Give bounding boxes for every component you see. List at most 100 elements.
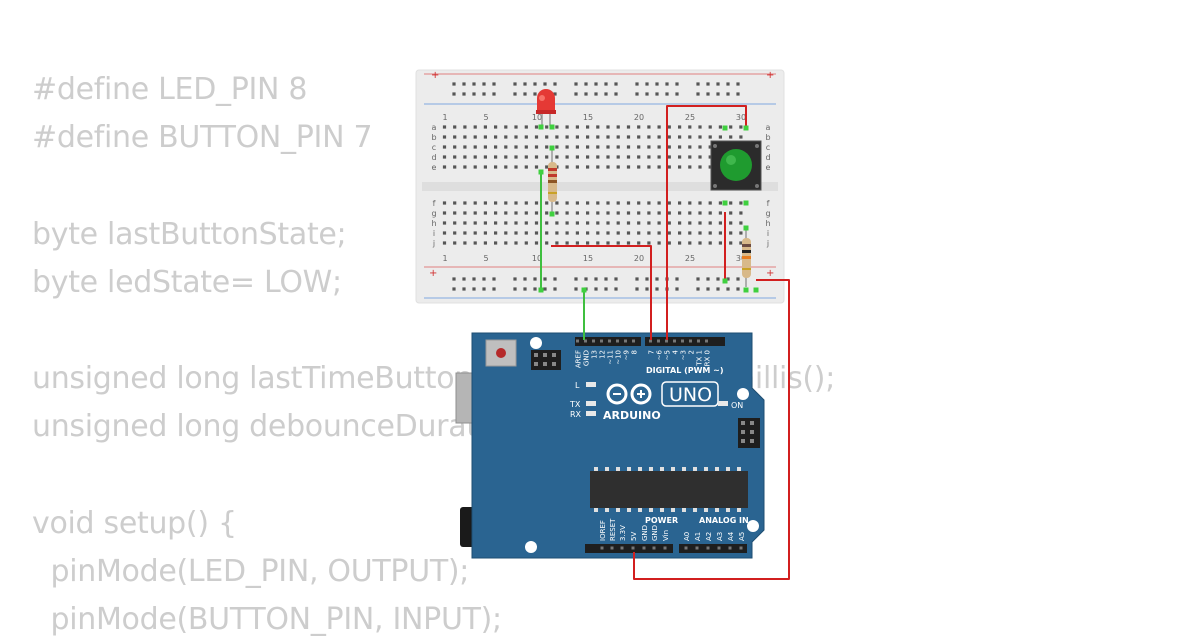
power-pin[interactable] (631, 546, 635, 550)
rail-plus-bottom-left: + (429, 268, 437, 279)
digital-pin[interactable] (624, 339, 627, 343)
breadboard-hole (483, 241, 487, 245)
rail-hole (635, 277, 639, 281)
connected-hole (743, 225, 749, 231)
breadboard-hole (534, 201, 539, 205)
digital-pin[interactable] (705, 339, 708, 343)
breadboard-hole (555, 145, 559, 149)
rail-hole (645, 82, 649, 86)
digital-pin[interactable] (600, 339, 603, 343)
power-pin[interactable] (620, 546, 624, 550)
led-rx (586, 411, 596, 416)
analog-pin-label: A3 (716, 532, 724, 541)
analog-pin[interactable] (706, 546, 710, 550)
rail-hole (675, 287, 679, 291)
breadboard-hole (606, 241, 610, 245)
breadboard-hole (565, 221, 569, 225)
breadboard-hole (514, 135, 518, 139)
breadboard-hole (586, 201, 590, 205)
breadboard-hole (657, 145, 661, 149)
digital-pin[interactable] (649, 339, 652, 343)
power-pin[interactable] (663, 546, 667, 550)
row-letter-right: e (766, 163, 771, 172)
rail-hole (655, 92, 659, 96)
digital-pin-label: TX 1 (696, 350, 704, 367)
power-label: POWER (645, 516, 678, 525)
analog-pin[interactable] (684, 546, 688, 550)
breadboard-hole (637, 125, 641, 129)
rail-hole (736, 277, 740, 281)
pushbutton[interactable] (710, 140, 762, 191)
column-number-top: 15 (583, 113, 593, 122)
breadboard-hole (534, 145, 539, 149)
breadboard-hole (657, 135, 661, 139)
digital-pin[interactable] (584, 339, 587, 343)
digital-pin[interactable] (576, 339, 579, 343)
digital-pin[interactable] (592, 339, 595, 343)
rail-hole (635, 92, 639, 96)
power-pin[interactable] (610, 546, 614, 550)
analog-pin[interactable] (728, 546, 732, 550)
rail-hole (513, 287, 517, 291)
digital-pin[interactable] (697, 339, 700, 343)
breadboard-hole (606, 231, 610, 235)
column-number-top: 30 (736, 113, 746, 122)
power-pin[interactable] (642, 546, 646, 550)
breadboard-hole (473, 135, 477, 139)
rail-hole (584, 277, 588, 281)
breadboard-hole (718, 231, 722, 235)
digital-pwm-label: DIGITAL (PWM ~) (646, 366, 724, 375)
analog-pin[interactable] (739, 546, 743, 550)
rail-hole (472, 82, 476, 86)
power-pin[interactable] (652, 546, 656, 550)
digital-pin[interactable] (632, 339, 635, 343)
breadboard-hole (657, 155, 661, 159)
power-pin[interactable] (600, 546, 604, 550)
breadboard-hole (586, 221, 590, 225)
breadboard-hole (504, 165, 508, 169)
power-pin-label: RESET (609, 518, 617, 541)
code-line: #define LED_PIN 8 (32, 72, 308, 107)
rail-hole (462, 92, 466, 96)
digital-pin-label: 13 (591, 350, 599, 359)
digital-pin[interactable] (689, 339, 692, 343)
rail-hole (594, 82, 598, 86)
breadboard-hole (708, 145, 712, 149)
digital-pin[interactable] (681, 339, 684, 343)
breadboard-hole (586, 135, 590, 139)
rail-hole (584, 92, 588, 96)
breadboard-hole (626, 241, 631, 245)
rail-hole (696, 92, 700, 96)
connected-hole (743, 287, 749, 293)
breadboard-hole (534, 211, 539, 215)
rail-hole (665, 82, 669, 86)
analog-pin[interactable] (717, 546, 721, 550)
analog-pin[interactable] (695, 546, 699, 550)
breadboard-hole (473, 211, 477, 215)
digital-pin[interactable] (673, 339, 676, 343)
breadboard-hole (555, 231, 559, 235)
row-letter-left: a (432, 123, 437, 132)
digital-pin[interactable] (665, 339, 668, 343)
digital-pin-label: 12 (599, 350, 607, 359)
digital-pin[interactable] (657, 339, 660, 343)
breadboard-hole (678, 201, 682, 205)
breadboard-hole (657, 211, 661, 215)
breadboard-hole (586, 211, 590, 215)
breadboard-hole (647, 231, 651, 235)
rail-hole (543, 277, 547, 281)
wire-pin7-to-button (666, 105, 747, 340)
breadboard-hole (565, 211, 569, 215)
rail-hole (482, 82, 486, 86)
breadboard-hole (463, 135, 467, 139)
rail-hole (492, 92, 496, 96)
breadboard-hole (565, 155, 569, 159)
breadboard-hole (698, 241, 702, 245)
digital-pin[interactable] (608, 339, 611, 343)
breadboard-hole (494, 201, 498, 205)
breadboard-hole (442, 145, 447, 149)
breadboard-hole (575, 125, 579, 129)
row-letter-right: d (765, 153, 770, 162)
digital-pin[interactable] (616, 339, 619, 343)
breadboard-hole (606, 125, 610, 129)
